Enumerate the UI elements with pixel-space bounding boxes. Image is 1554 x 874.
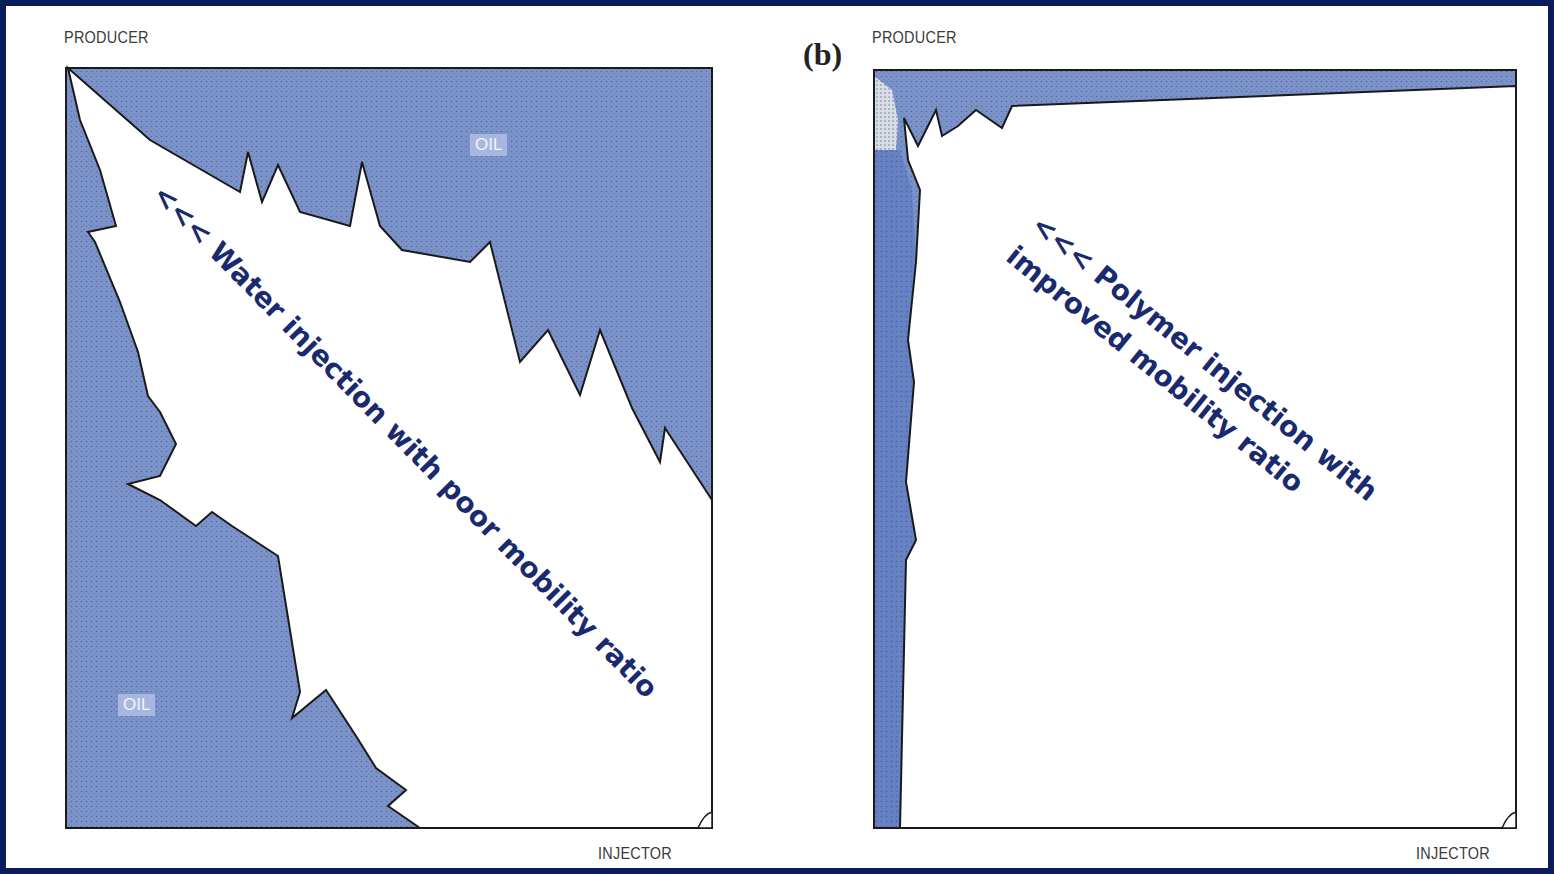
zone-label: OIL (118, 694, 155, 716)
polymer-front (900, 86, 1516, 828)
well-label: PRODUCER (872, 28, 957, 48)
injector-mark (698, 812, 712, 828)
panel-border (874, 70, 1516, 828)
panel-letter: (b) (803, 36, 842, 73)
water-front (68, 68, 712, 828)
residual-zone (874, 76, 898, 150)
well-label: INJECTOR (598, 844, 672, 864)
zone-label: OIL (470, 134, 507, 156)
injector-mark (1502, 812, 1516, 828)
oil-zone (874, 70, 1516, 828)
well-label: INJECTOR (1416, 844, 1490, 864)
panel-border (66, 68, 712, 828)
well-label: PRODUCER (64, 28, 149, 48)
oil-zone (66, 68, 712, 828)
white-panel (6, 6, 1548, 868)
